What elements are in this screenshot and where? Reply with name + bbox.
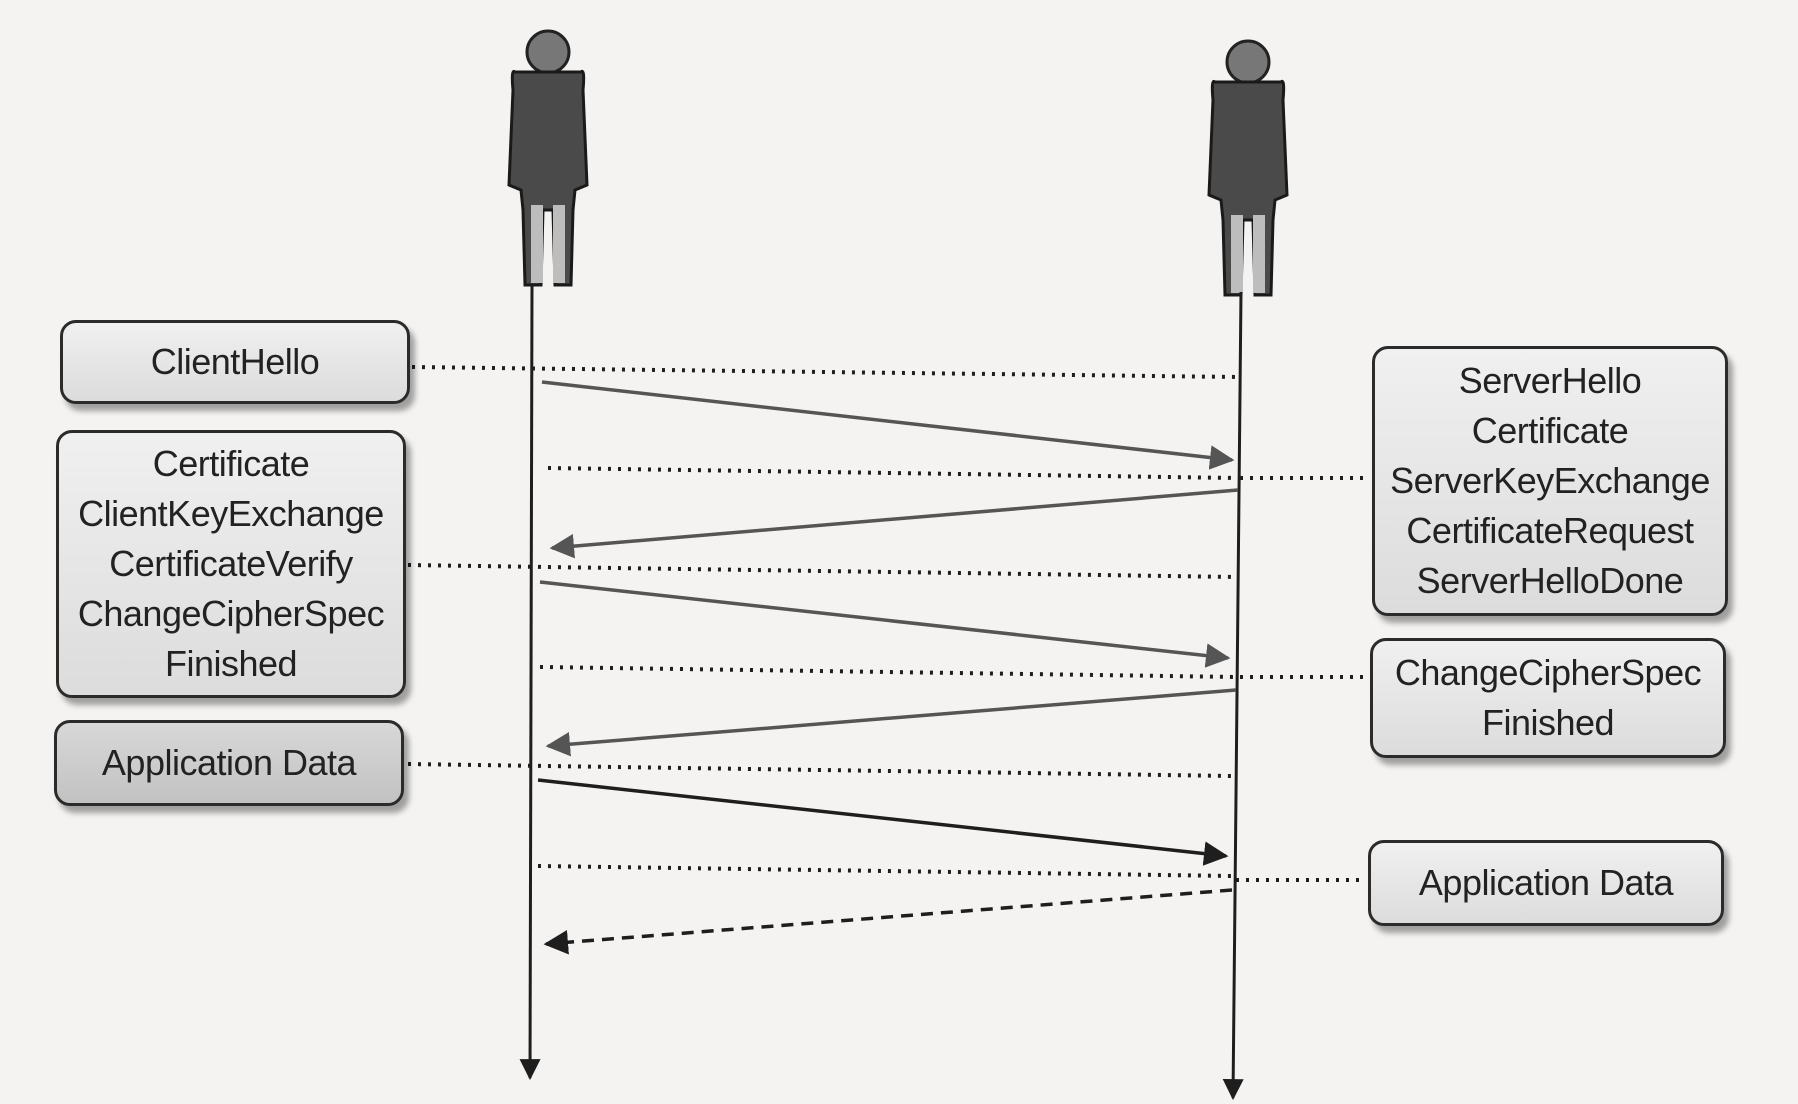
server-person-icon [1207,39,1289,297]
client-lifeline [519,284,541,1081]
arrow-server-finished [545,688,1237,757]
dotted-leader-client-block [407,563,1237,579]
client-key-exchange-box: Certificate ClientKeyExchange Certificat… [56,430,406,698]
client-message-line: Application Data [101,742,357,783]
arrow-server-appdata [543,888,1233,955]
client-message-line: Finished [164,643,298,684]
dotted-leader-client-appdata [407,762,1233,778]
server-hello-box: ServerHello Certificate ServerKeyExchang… [1372,346,1728,616]
dotted-leader-client-block-bottom [539,665,1237,679]
server-message-line: Certificate [1471,410,1629,451]
client-message-line: ClientHello [150,341,320,382]
client-message-line: Certificate [152,443,310,484]
arrow-client-appdata [537,778,1229,866]
client-message-line: ChangeCipherSpec [77,593,385,634]
server-message-line: CertificateRequest [1406,510,1694,551]
dotted-leader-server-appdata-top [537,864,1233,878]
server-change-cipher-box: ChangeCipherSpec Finished [1370,638,1726,758]
dotted-leader-client-block-top [547,466,1237,480]
server-application-data-box: Application Data [1368,840,1724,926]
server-lifeline [1222,291,1244,1101]
arrow-clienthello [541,380,1235,470]
server-message-line: ServerHello [1458,360,1642,401]
dotted-leader-clienthello [411,365,1239,379]
client-message-line: CertificateVerify [109,543,353,584]
server-message-line: ChangeCipherSpec [1394,652,1702,693]
server-message-line: Finished [1481,702,1615,743]
client-application-data-box: Application Data [54,720,404,806]
arrow-server-hello-block [549,488,1239,559]
server-message-line: ServerHelloDone [1416,560,1684,601]
client-hello-box: ClientHello [60,320,410,404]
client-person-icon [507,29,589,287]
server-message-line: ServerKeyExchange [1390,460,1710,501]
server-message-line: Application Data [1418,862,1674,903]
client-message-line: ClientKeyExchange [78,493,384,534]
arrow-client-key-block [539,580,1231,668]
